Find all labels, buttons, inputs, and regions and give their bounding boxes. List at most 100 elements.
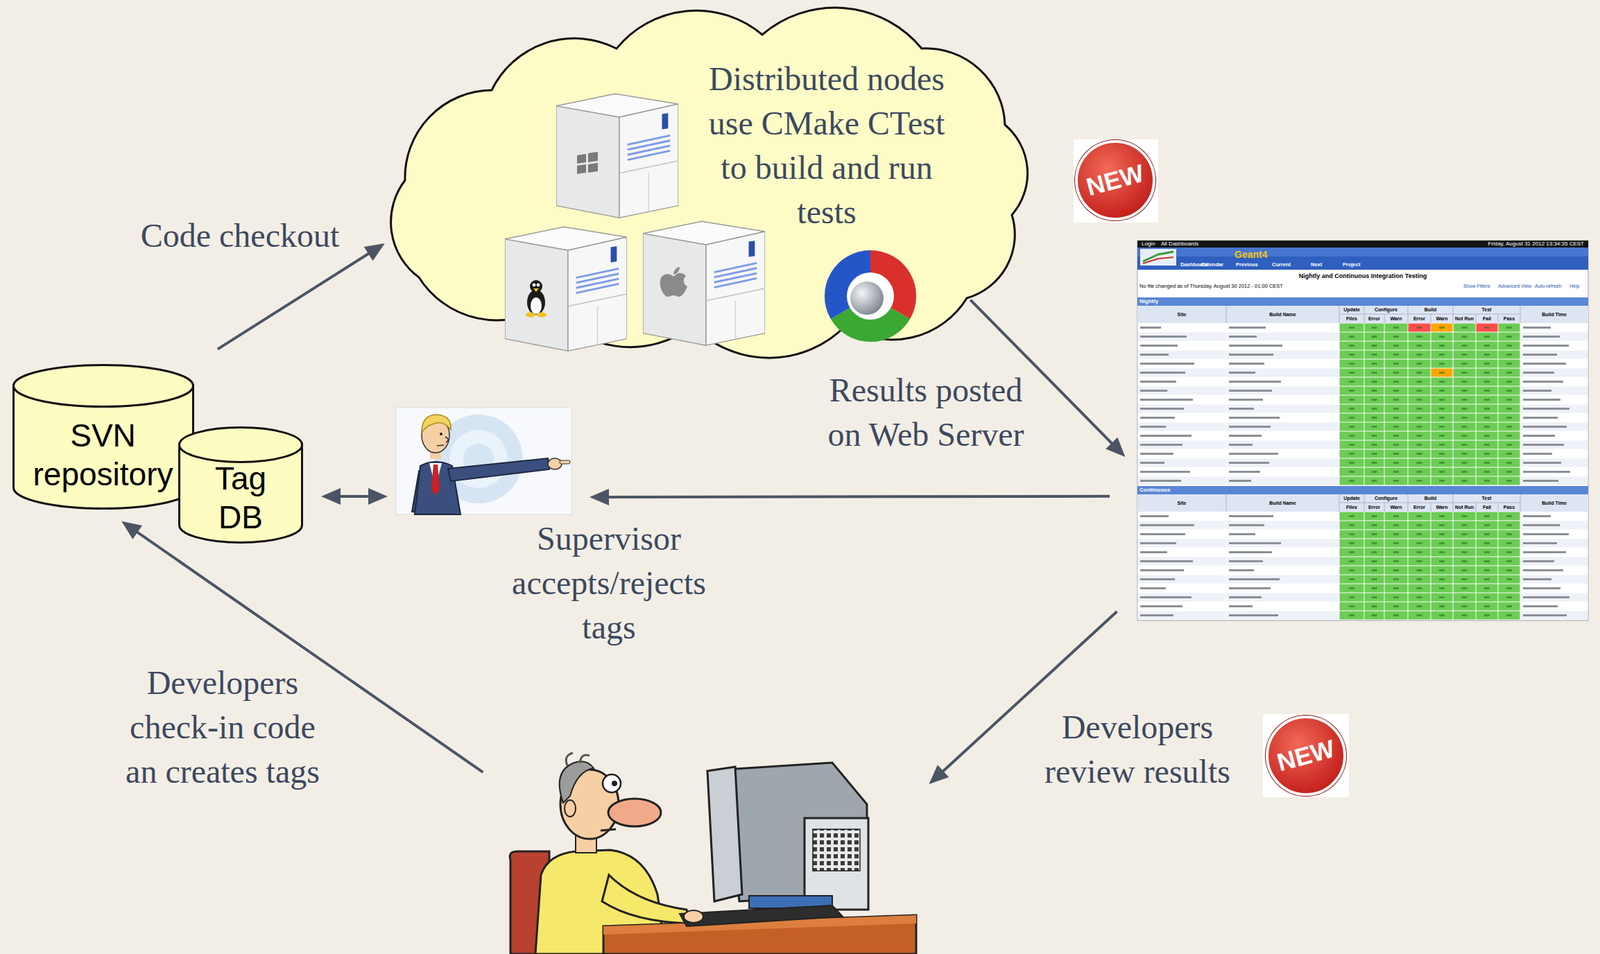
- table-cell: [1498, 396, 1521, 405]
- section-bar: [1137, 486, 1589, 495]
- cell-ink: [1439, 578, 1445, 581]
- cell-ink: [1371, 596, 1378, 599]
- dashboard-text: No file changed as of Thursday, August 3…: [1139, 282, 1284, 291]
- table-cell: [1385, 477, 1408, 486]
- cell-ink: [1439, 569, 1445, 572]
- cell-ink: [1506, 605, 1512, 608]
- table-cell: [1385, 432, 1408, 441]
- table-cell: [1431, 405, 1453, 414]
- table-cell: [1385, 548, 1408, 557]
- cell-ink: [1371, 614, 1378, 617]
- developer-illustration: [812, 829, 860, 872]
- dashboard-text: Current: [1271, 260, 1291, 269]
- table-cell: [1364, 611, 1385, 621]
- edge-label: Developers check-in code an creates tags: [118, 660, 327, 795]
- cell-ink: [1523, 578, 1552, 581]
- cell-ink: [1506, 551, 1512, 554]
- cell-ink: [1348, 362, 1355, 365]
- cell-ink: [1506, 470, 1512, 473]
- developer-illustration: [683, 910, 704, 924]
- dashboard-text: Build: [1407, 494, 1453, 503]
- table-cell: [1431, 557, 1453, 566]
- dashboard-text-holder: Test: [1452, 494, 1521, 503]
- cell-ink: [1228, 398, 1263, 401]
- cell-ink: [1506, 434, 1512, 437]
- dashboard-text-holder: Friday, August 31 2012 13:34:35 CEST: [1414, 240, 1585, 248]
- cell-ink: [1523, 551, 1567, 554]
- table-cell: [1364, 512, 1385, 521]
- cell-ink: [1461, 614, 1468, 617]
- cell-ink: [1140, 461, 1165, 464]
- table-cell: [1138, 557, 1227, 566]
- linux-server: [532, 283, 537, 288]
- cell-ink: [1484, 371, 1490, 374]
- table-cell: [1520, 432, 1589, 441]
- table-cell: [1339, 368, 1365, 378]
- table-cell: [1408, 341, 1431, 351]
- cell-ink: [1523, 596, 1570, 599]
- cell-ink: [1506, 443, 1512, 446]
- table-cell: [1364, 566, 1385, 575]
- table-cell: [1226, 359, 1340, 369]
- cell-ink: [1416, 461, 1423, 464]
- table-cell: [1520, 359, 1589, 369]
- header-rule: [1498, 502, 1499, 512]
- table-cell: [1385, 414, 1408, 423]
- cell-ink: [1506, 569, 1512, 572]
- header-rule: [1384, 502, 1386, 512]
- cell-ink: [1348, 470, 1355, 473]
- table-cell: [1476, 459, 1499, 468]
- dashboard-text: Update: [1339, 494, 1365, 503]
- table-cell: [1520, 368, 1589, 378]
- cell-ink: [1461, 335, 1468, 338]
- edge-label: Results posted on Web Server: [818, 368, 1034, 458]
- edge-label-holder: Results posted on Web Server: [818, 368, 1034, 458]
- table-cell: [1385, 602, 1408, 612]
- table-cell: [1453, 423, 1476, 432]
- cell-ink: [1461, 452, 1468, 455]
- cell-ink: [1228, 560, 1263, 563]
- cell-ink: [1484, 551, 1490, 554]
- table-cell: [1476, 386, 1499, 396]
- table-cell: [1339, 584, 1365, 593]
- cell-ink: [1484, 560, 1490, 563]
- cylinder-outline: [13, 365, 194, 408]
- cell-ink: [1371, 434, 1378, 437]
- table-cell: [1226, 530, 1340, 539]
- table-cell: [1498, 323, 1521, 333]
- table-cell: [1226, 593, 1340, 602]
- table-cell: [1476, 359, 1499, 369]
- dashboard-text: Error: [1407, 502, 1431, 512]
- edge-label-holder: Code checkout: [125, 213, 355, 258]
- cell-ink: [1371, 353, 1378, 356]
- table-cell: [1520, 468, 1589, 477]
- table-cell: [1476, 450, 1499, 459]
- table-cell: [1431, 521, 1453, 530]
- node-text-holder: Tag DB: [192, 459, 290, 537]
- supervisor-illustration: [436, 445, 444, 446]
- cell-ink: [1228, 407, 1254, 410]
- table-cell: [1364, 539, 1385, 548]
- table-cell: [1385, 468, 1408, 477]
- cell-ink: [1393, 398, 1399, 401]
- cell-ink: [1484, 443, 1490, 446]
- cell-ink: [1416, 587, 1423, 590]
- dashboard-text: Show Filters: [1463, 282, 1491, 291]
- table-cell: [1520, 459, 1589, 468]
- cell-ink: [1393, 569, 1399, 572]
- cell-ink: [1228, 425, 1271, 428]
- table-cell: [1453, 405, 1476, 414]
- table-cell: [1498, 539, 1521, 548]
- cell-ink: [1523, 434, 1555, 437]
- dashboard-text-holder: Build: [1407, 305, 1453, 315]
- table-cell: [1138, 459, 1227, 468]
- linux-server: [536, 312, 547, 318]
- connector-line: [603, 496, 1110, 498]
- arrowhead: [121, 521, 143, 540]
- table-cell: [1226, 368, 1340, 378]
- cell-ink: [1506, 533, 1512, 536]
- cell-ink: [1506, 560, 1512, 563]
- table-cell: [1476, 323, 1499, 333]
- cell-ink: [1371, 389, 1378, 392]
- arrowhead: [589, 488, 609, 506]
